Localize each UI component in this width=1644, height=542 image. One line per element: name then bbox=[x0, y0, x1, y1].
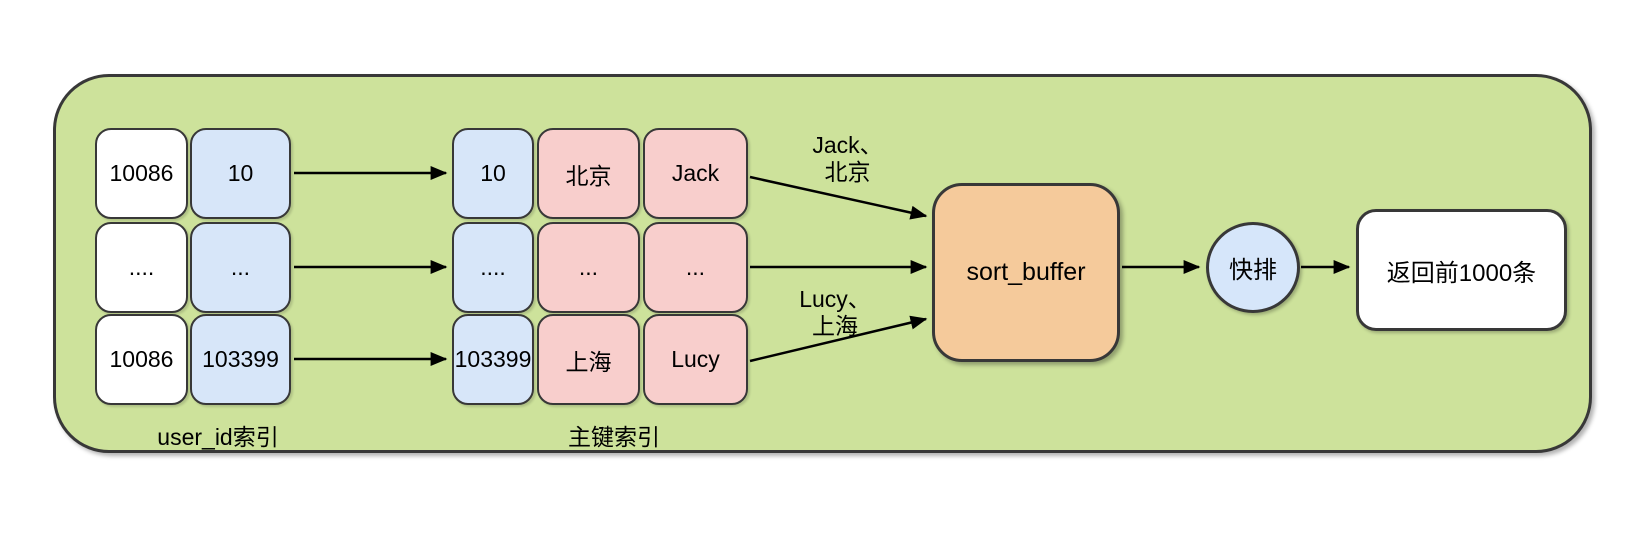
quick-sort-label: 快排 bbox=[1229, 257, 1277, 284]
user-id-index-cell-r3c2: 103399 bbox=[190, 314, 291, 405]
primary-key-index-cell-r1c3: Jack bbox=[643, 128, 748, 219]
arrow-label-jack-line1: Jack、 bbox=[812, 132, 883, 158]
arrow-label-jack-line2: 北京 bbox=[824, 159, 871, 185]
arrow-label-jack-beijing: Jack、 北京 bbox=[765, 132, 930, 186]
user-id-index-cell-r1c2: 10 bbox=[190, 128, 291, 219]
primary-key-index-cell-r3c1: 103399 bbox=[452, 314, 534, 405]
sort-buffer-label: sort_buffer bbox=[966, 258, 1086, 286]
result-label: 返回前1000条 bbox=[1386, 259, 1537, 287]
primary-key-index-label: 主键索引 bbox=[568, 424, 660, 450]
arrow-label-lucy-line1: Lucy、 bbox=[799, 286, 871, 312]
primary-key-index-cell-r2c3: ... bbox=[643, 222, 748, 313]
primary-key-index-cell-r1c2: 北京 bbox=[537, 128, 640, 219]
primary-key-index-cell-r1c1: 10 bbox=[452, 128, 534, 219]
user-id-index-label: user_id索引 bbox=[157, 424, 279, 450]
primary-key-index-cell-r3c2: 上海 bbox=[537, 314, 640, 405]
primary-key-index-cell-r2c2: ... bbox=[537, 222, 640, 313]
user-id-index-cell-r1c1: 10086 bbox=[95, 128, 188, 219]
user-id-index-cell-r2c2: ... bbox=[190, 222, 291, 313]
primary-key-index-cell-r3c3: Lucy bbox=[643, 314, 748, 405]
quick-sort-circle: 快排 bbox=[1206, 222, 1300, 313]
sort-buffer-box: sort_buffer bbox=[932, 183, 1120, 362]
result-box: 返回前1000条 bbox=[1356, 209, 1567, 331]
arrow-label-lucy-line2: 上海 bbox=[812, 313, 858, 339]
primary-key-index-cell-r2c1: .... bbox=[452, 222, 534, 313]
arrow-label-lucy-shanghai: Lucy、 上海 bbox=[755, 286, 915, 340]
user-id-index-cell-r3c1: 10086 bbox=[95, 314, 188, 405]
user-id-index-cell-r2c1: .... bbox=[95, 222, 188, 313]
